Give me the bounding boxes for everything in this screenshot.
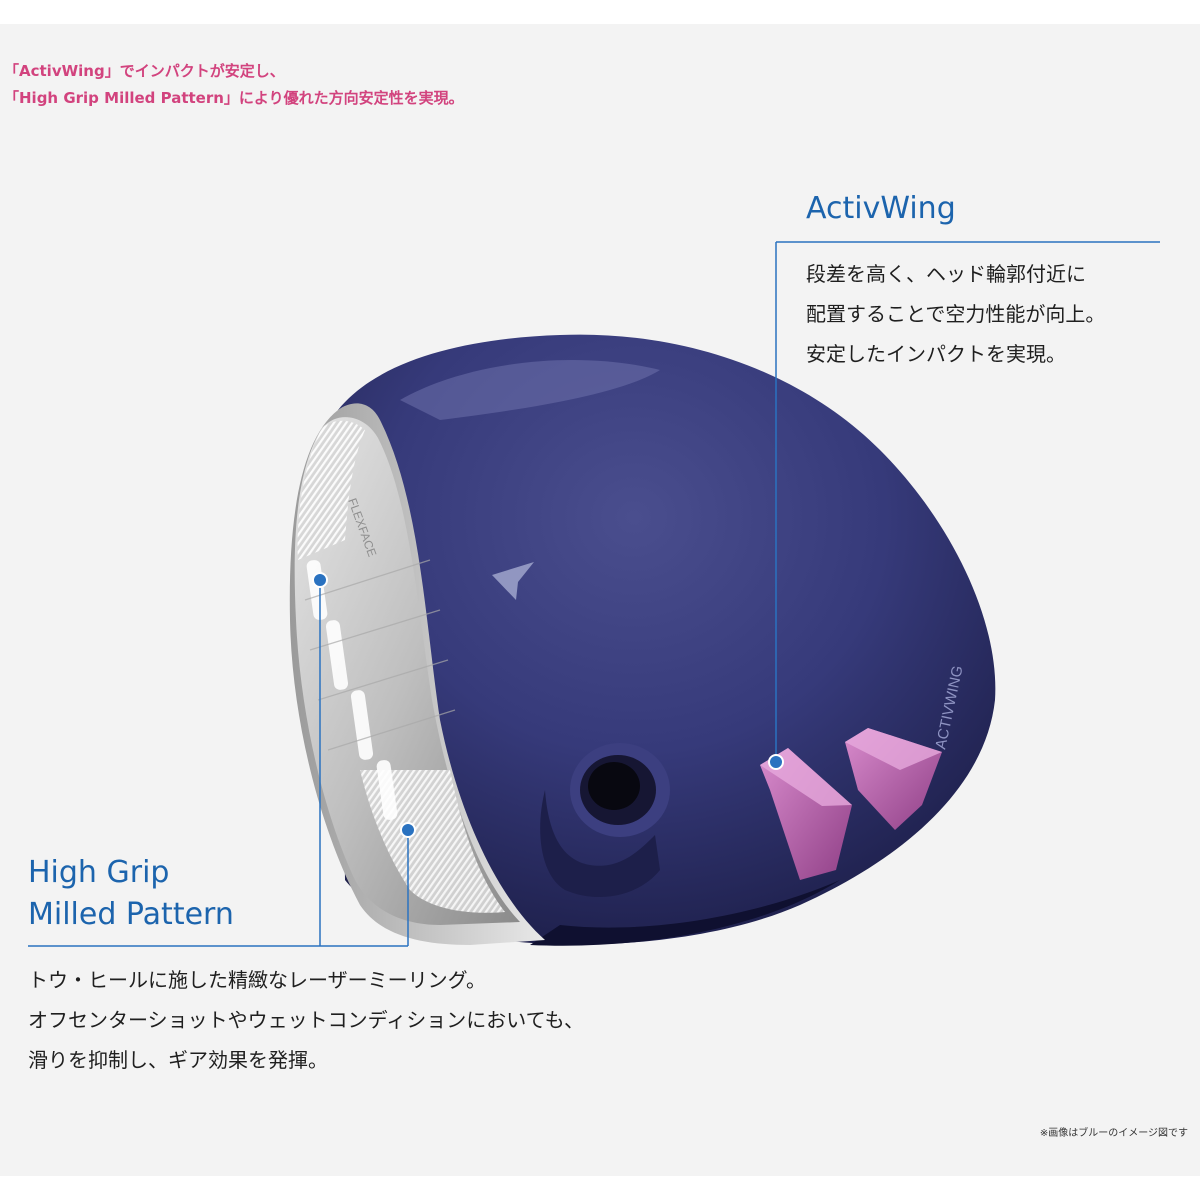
face-grooves <box>304 559 456 751</box>
high-grip-title-line-1: High Grip <box>28 855 170 890</box>
clubface <box>294 417 520 925</box>
headline: 「ActivWing」でインパクトが安定し、 「High Grip Milled… <box>4 58 464 112</box>
sole-edge <box>530 880 840 946</box>
activwing-fin-1 <box>760 748 852 880</box>
activwing-description: 段差を高く、ヘッド輪郭付近に 配置することで空力性能が向上。 安定したインパクト… <box>806 254 1105 374</box>
activwing-line-2: 配置することで空力性能が向上。 <box>806 302 1106 326</box>
high-grip-line-1: トウ・ヒールに施した精緻なレーザーミーリング。 <box>28 968 486 992</box>
activwing-fin-2-top <box>845 728 942 770</box>
face-slot-marks <box>306 560 398 820</box>
high-grip-leader <box>28 572 416 947</box>
high-grip-description: トウ・ヒールに施した精緻なレーザーミーリング。 オフセンターショットやウェットコ… <box>28 960 584 1080</box>
bottom-band <box>0 1176 1200 1200</box>
high-grip-title-line-2: Milled Pattern <box>28 897 234 932</box>
top-band <box>0 0 1200 24</box>
activwing-title: ActivWing <box>806 191 956 226</box>
headline-line-2: 「High Grip Milled Pattern」により優れた方向安定性を実現… <box>4 89 464 107</box>
crown-alignment-mark-icon <box>492 562 534 600</box>
activwing-line-3: 安定したインパクトを実現。 <box>806 342 1066 366</box>
crown-highlight <box>400 360 660 420</box>
toe-milled-area <box>297 420 365 560</box>
activwing-line-1: 段差を高く、ヘッド輪郭付近に <box>806 262 1086 286</box>
headline-line-1: 「ActivWing」でインパクトが安定し、 <box>4 62 285 80</box>
high-grip-line-2: オフセンターショットやウェットコンディションにおいても、 <box>28 1008 584 1032</box>
hosel <box>540 743 670 898</box>
activwing-leader <box>768 241 1160 770</box>
image-note: ※画像はブルーのイメージ図です <box>1039 1128 1188 1139</box>
high-grip-title: High Grip Milled Pattern <box>28 852 234 936</box>
high-grip-line-3: 滑りを抑制し、ギア効果を発揮。 <box>28 1048 328 1072</box>
